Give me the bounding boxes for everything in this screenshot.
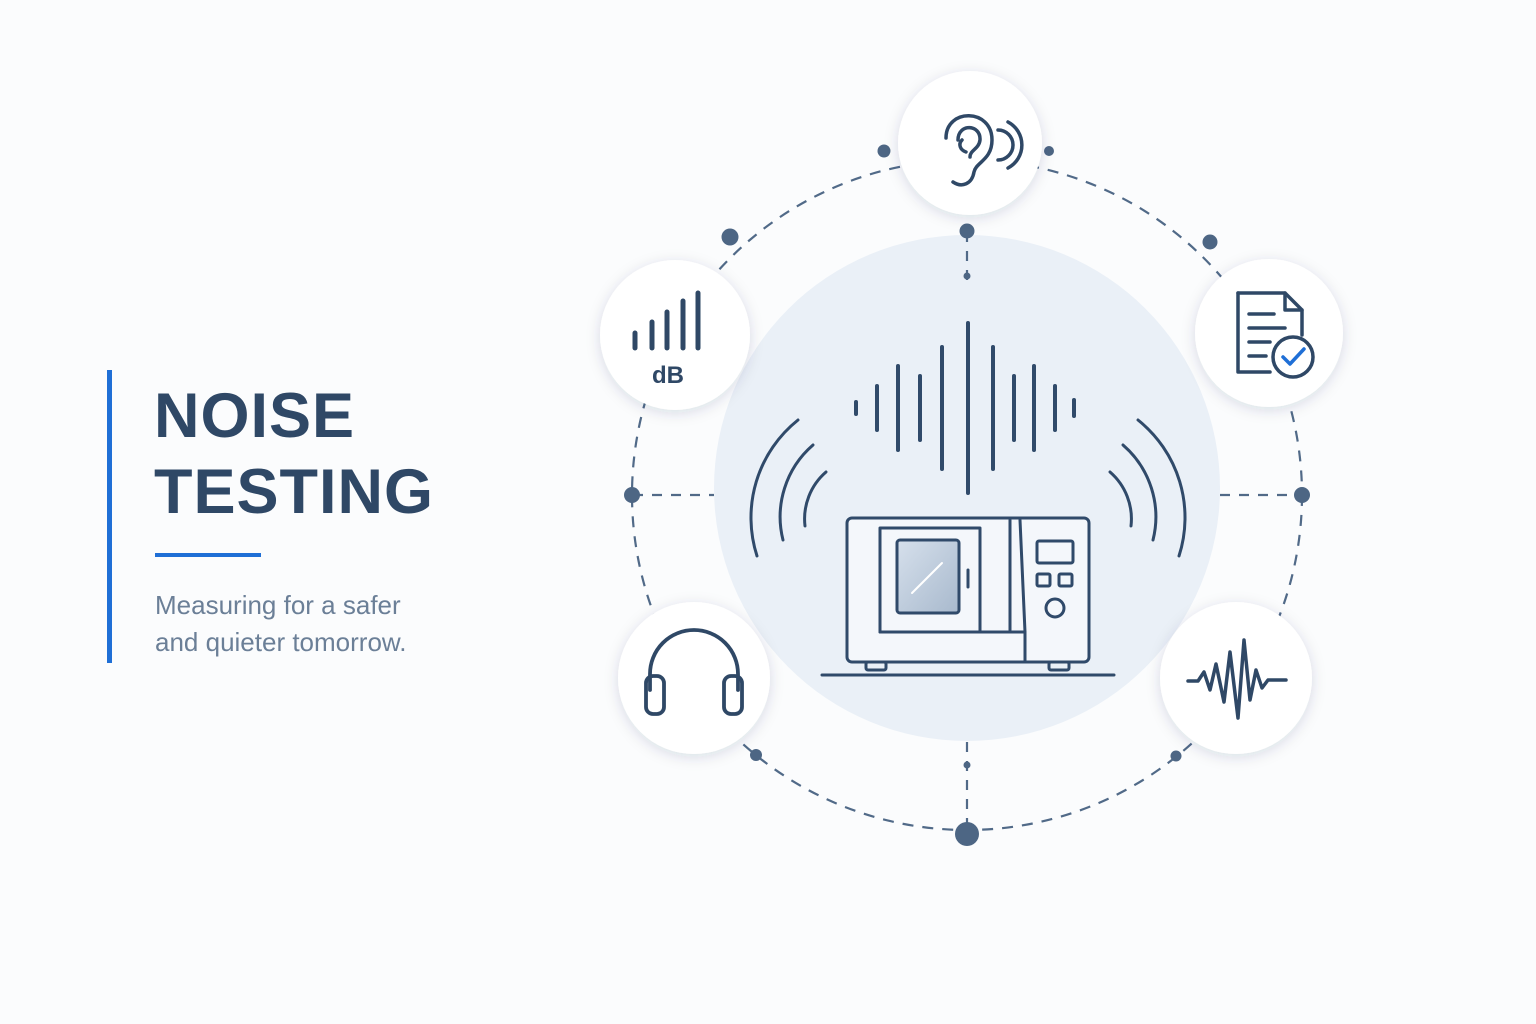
node-hearing-protection <box>618 602 770 754</box>
waveform-icon <box>1186 638 1288 720</box>
tagline-line-2: and quieter tomorrow. <box>155 627 407 657</box>
sound-arcs-right <box>1108 418 1187 558</box>
report-approved-icon <box>1236 291 1315 379</box>
title-line-1: NOISE <box>154 381 356 451</box>
ear-listening-icon <box>944 114 1024 187</box>
page-title: NOISE TESTING <box>154 378 434 530</box>
sound-arcs-left <box>749 418 828 558</box>
node-report <box>1195 259 1343 407</box>
connector-dots <box>624 144 1310 846</box>
sound-wave-bars <box>854 321 1076 495</box>
node-hearing <box>898 71 1042 215</box>
tagline: Measuring for a safer and quieter tomorr… <box>155 587 406 661</box>
accent-bar <box>107 370 112 663</box>
tagline-line-1: Measuring for a safer <box>155 590 401 620</box>
title-underline <box>155 553 261 557</box>
title-line-2: TESTING <box>154 457 435 527</box>
machine-emitting-sound-icon <box>749 321 1187 677</box>
node-waveform <box>1160 602 1312 754</box>
decibel-label: dB <box>652 362 684 389</box>
node-decibel: dB <box>600 260 750 410</box>
decibel-meter-icon <box>632 290 701 351</box>
headphones-icon <box>644 628 744 716</box>
